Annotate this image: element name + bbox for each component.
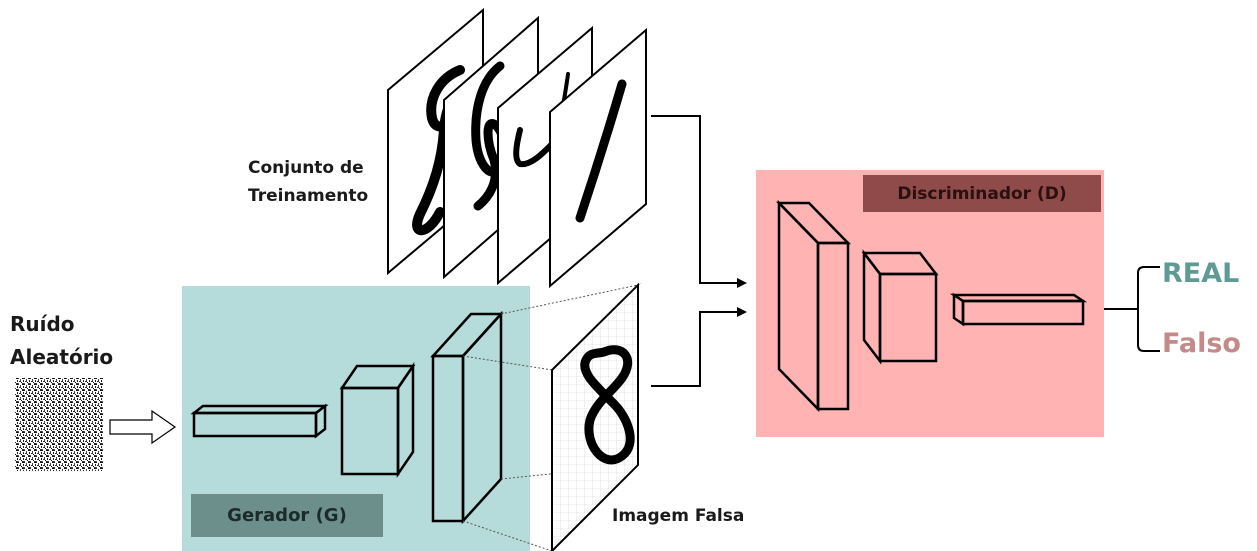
output-real-label: REAL <box>1162 258 1240 289</box>
discriminator-layer-2 <box>861 249 939 365</box>
discriminator-layer-3 <box>949 292 1088 327</box>
connector-lines <box>651 115 747 387</box>
discriminator-layer-1 <box>776 199 851 413</box>
training-image-4 <box>549 27 647 289</box>
noise-label-line-1: Ruído <box>10 312 75 336</box>
noise-label: Ruído Aleatório <box>10 308 113 374</box>
fake-image <box>551 282 641 551</box>
noise-image <box>15 378 103 471</box>
noise-label-line-2: Aleatório <box>10 345 114 369</box>
generator-title: Gerador (G) <box>191 494 383 537</box>
training-label-line-1: Conjunto de <box>248 158 364 178</box>
noise-input-arrow <box>109 409 177 445</box>
output-bracket <box>1104 266 1160 352</box>
discriminator-title: Discriminador (D) <box>863 175 1101 212</box>
fake-image-label: Imagem Falsa <box>612 506 745 526</box>
generator-layer-1 <box>190 403 329 439</box>
training-label-line-2: Treinamento <box>248 186 369 206</box>
generator-layer-2 <box>339 361 416 479</box>
output-fake-label: Falso <box>1162 328 1241 359</box>
training-set-label: Conjunto de Treinamento <box>248 154 368 210</box>
